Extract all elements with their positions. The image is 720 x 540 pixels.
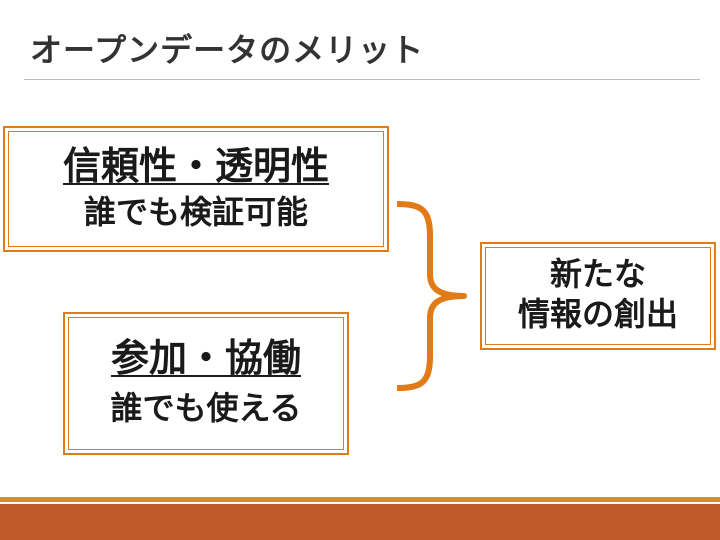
- transparency-subtext: 誰でも検証可能: [83, 193, 308, 231]
- new-information-box-content: 新たな 情報の創出: [482, 244, 714, 334]
- transparency-box-inner-border: [8, 131, 384, 247]
- new-information-box-inner-border: [485, 247, 711, 345]
- collaboration-box: 参加・協働 誰でも使える: [63, 312, 349, 455]
- collaboration-box-content: 参加・協働 誰でも使える: [65, 314, 347, 428]
- curly-brace-path: [396, 201, 467, 391]
- footer-accent-line: [0, 497, 720, 502]
- new-information-line-1: 新たな: [549, 255, 646, 293]
- curly-brace-connector: [396, 201, 467, 391]
- title-divider: [24, 79, 700, 80]
- transparency-box-content: 信頼性・透明性 誰でも検証可能: [5, 128, 387, 232]
- new-information-box: 新たな 情報の創出: [480, 242, 716, 350]
- footer-band: [0, 504, 720, 540]
- collaboration-box-inner-border: [68, 317, 344, 450]
- transparency-box: 信頼性・透明性 誰でも検証可能: [3, 126, 389, 252]
- new-information-line-2: 情報の創出: [517, 295, 678, 333]
- slide-title: オープンデータのメリット: [30, 31, 425, 69]
- collaboration-headline: 参加・協働: [110, 336, 301, 380]
- transparency-headline: 信頼性・透明性: [62, 144, 329, 188]
- collaboration-subtext: 誰でも使える: [110, 389, 302, 427]
